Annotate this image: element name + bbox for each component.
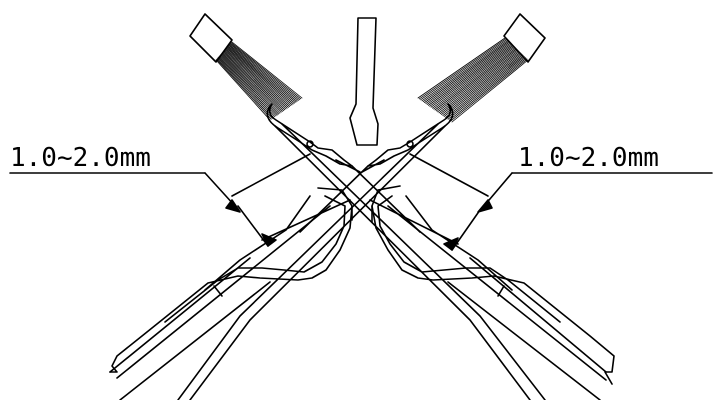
conductor-strand xyxy=(439,51,521,115)
conductor-strand xyxy=(445,55,524,118)
conductor-strand xyxy=(227,45,296,104)
conductor-strand xyxy=(446,56,525,119)
conductor-strand xyxy=(229,44,298,102)
conductor-strand xyxy=(224,49,289,108)
conductor-strand xyxy=(442,53,523,116)
conductor-strand xyxy=(451,59,529,123)
conductor-strand xyxy=(218,56,276,118)
conductor-strand xyxy=(225,48,291,107)
left-conductor-strands xyxy=(215,41,303,121)
conductor-strand xyxy=(428,44,513,106)
conductor-strand xyxy=(418,38,507,100)
conductor-strand xyxy=(223,50,287,110)
conductor-strand xyxy=(230,42,302,100)
conductor-strand xyxy=(447,57,526,120)
left-jaw xyxy=(109,187,353,400)
conductor-strand xyxy=(231,41,303,99)
conductor-strand xyxy=(230,42,300,101)
right-dimension-label: 1.0~2.0mm xyxy=(518,143,659,173)
conductor-strand xyxy=(221,52,283,112)
conductor-strand xyxy=(222,51,286,111)
conductor-strand xyxy=(437,50,519,113)
conductor-strand xyxy=(450,58,528,122)
conductor-strand xyxy=(420,39,508,101)
conductor-strand xyxy=(228,45,297,103)
right-dimension: 1.0~2.0mm xyxy=(369,143,713,251)
conductor-strand xyxy=(226,47,293,106)
conductor-strand xyxy=(443,54,524,117)
left-dimension: 1.0~2.0mm xyxy=(9,143,351,247)
conductor-strand xyxy=(226,47,292,107)
conductor-strand xyxy=(219,55,278,116)
conductor-strand xyxy=(434,48,517,111)
right-conductor-strands xyxy=(417,37,529,123)
conductor-strand xyxy=(424,41,510,104)
conductor-strand xyxy=(217,57,275,118)
conductor-strand xyxy=(429,45,514,107)
conductor-strand xyxy=(222,51,284,112)
conductor-strand xyxy=(417,37,506,99)
left-dimension-label: 1.0~2.0mm xyxy=(10,143,151,173)
conductor-strand xyxy=(426,43,512,105)
conductor-strand xyxy=(216,58,273,119)
right-cable xyxy=(177,13,546,400)
conductor-strand xyxy=(229,43,299,101)
conductor-strand xyxy=(422,40,509,103)
conductor-strand xyxy=(425,42,511,104)
conductor-strand xyxy=(433,47,517,110)
conductor-strand xyxy=(430,46,515,108)
center-blade xyxy=(349,17,379,146)
conductor-strand xyxy=(448,57,527,121)
conductor-strand xyxy=(215,59,271,121)
conductor-strand xyxy=(220,54,281,114)
conductor-strand xyxy=(218,56,277,117)
conductor-strand xyxy=(435,49,518,112)
conductor-strand xyxy=(441,52,522,116)
conductor-strand xyxy=(221,53,282,113)
conductor-strand xyxy=(224,49,288,109)
conductor-strand xyxy=(438,51,520,114)
right-jaw xyxy=(371,185,615,400)
conductor-strand xyxy=(431,46,516,109)
conductor-strand xyxy=(421,40,509,102)
left-cable xyxy=(189,13,546,400)
conductor-strand xyxy=(219,54,280,115)
conductor-strand xyxy=(227,46,294,105)
conductor-strand xyxy=(216,58,272,120)
